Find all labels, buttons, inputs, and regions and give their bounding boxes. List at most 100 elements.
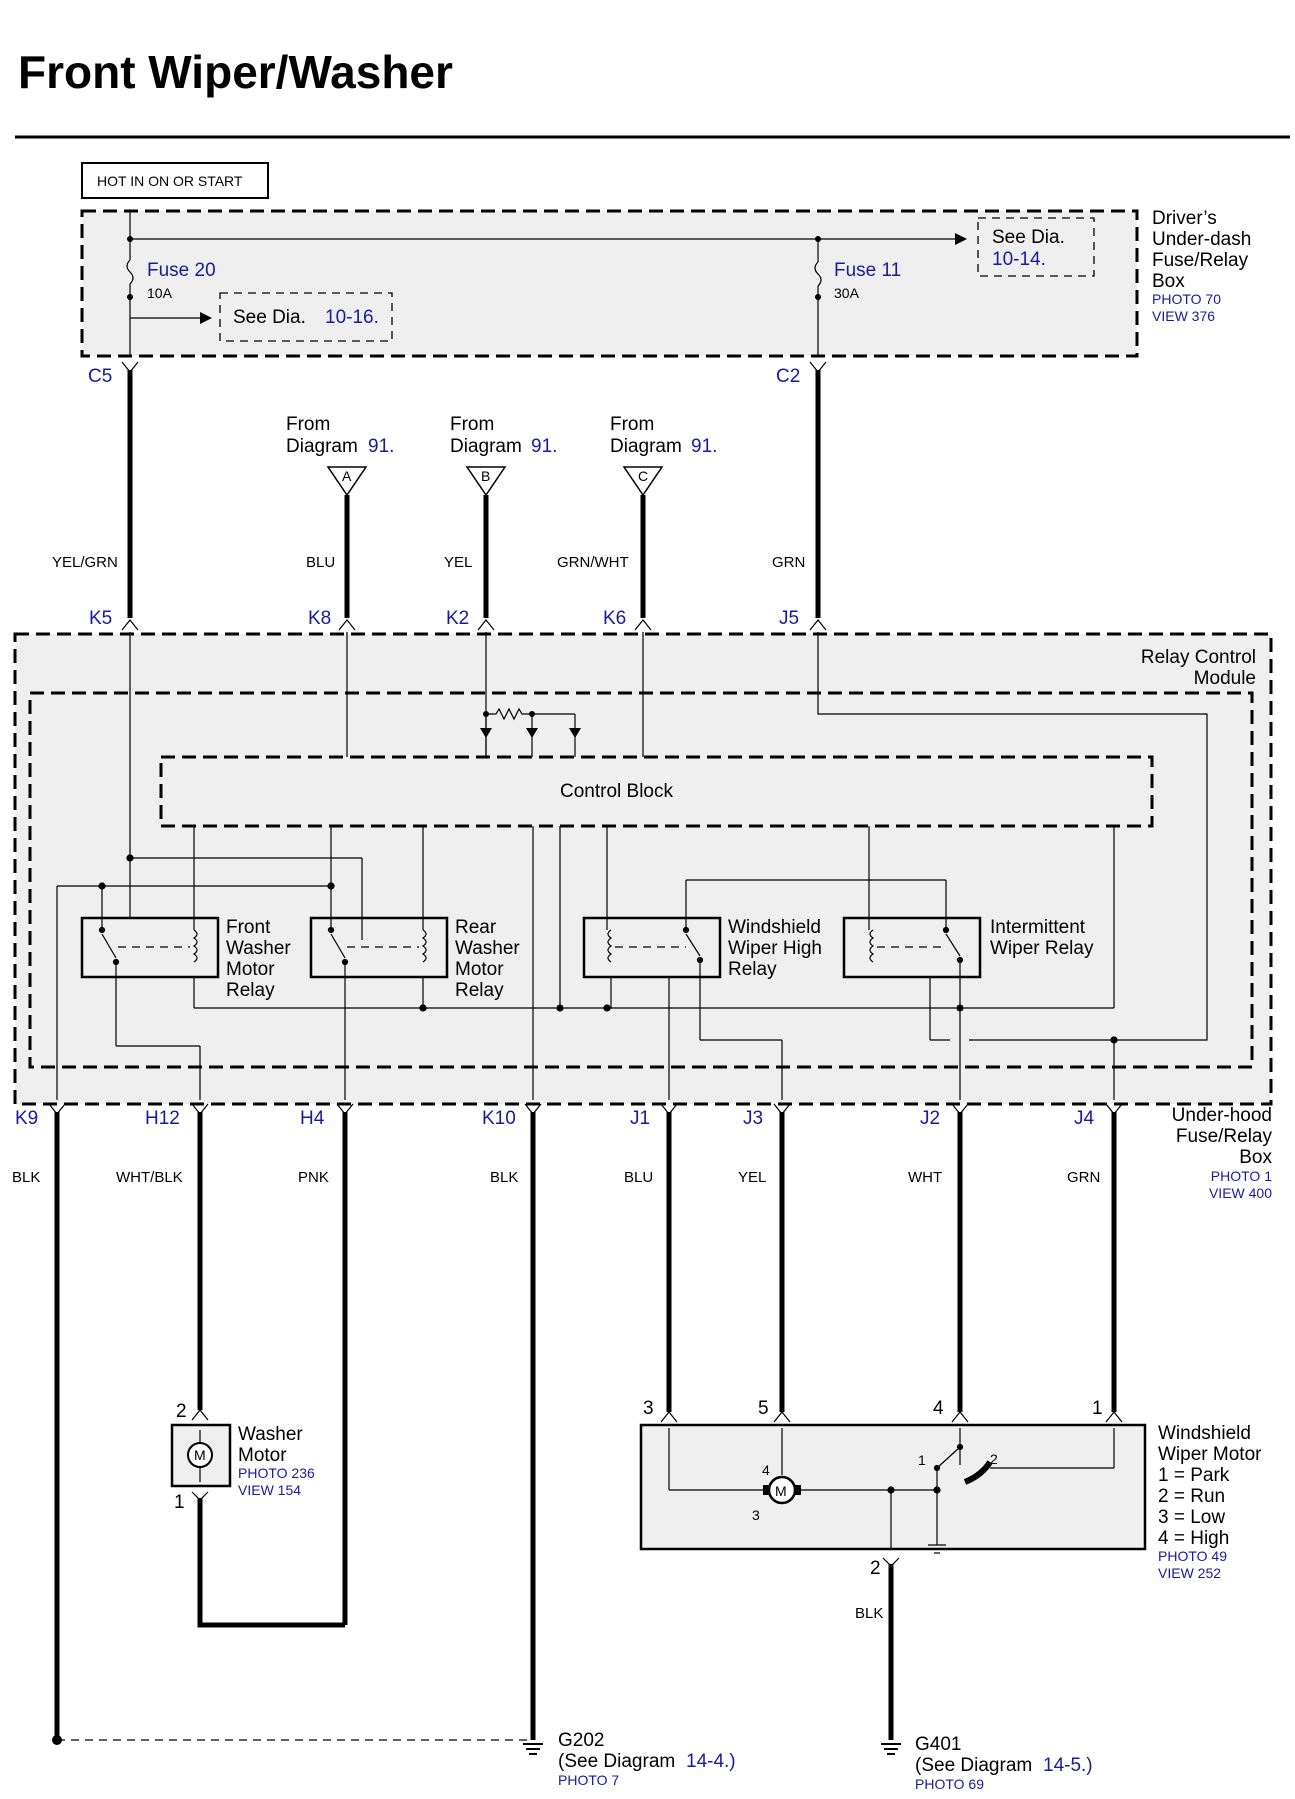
svg-text:VIEW 154: VIEW 154	[238, 1482, 301, 1498]
wiper-park-cam	[963, 1460, 993, 1485]
svg-text:PHOTO 1: PHOTO 1	[1211, 1168, 1272, 1184]
washer-motor-symbol: M	[194, 1447, 206, 1463]
wire-yel-grn: YEL/GRN	[52, 554, 118, 571]
fuse20-name: Fuse 20	[147, 260, 216, 281]
wire-pnk: PNK	[298, 1169, 329, 1186]
connector-b: B	[481, 468, 490, 484]
see-dia-10-14-ref: 10-14.	[992, 249, 1046, 270]
pin-k10: K10	[482, 1108, 516, 1129]
wiper-pin-1: 1	[1092, 1398, 1103, 1419]
svg-text:Diagram: Diagram	[450, 436, 522, 457]
relay-control-module-inner	[28, 691, 1254, 1069]
fuse11-rating: 30A	[834, 285, 860, 301]
pin-j1: J1	[630, 1108, 650, 1129]
see-dia-10-16-ref: 10-16.	[325, 307, 379, 328]
high-relay-coil	[607, 929, 613, 963]
front-relay-label: Front Washer Motor Relay	[226, 917, 291, 1001]
svg-text:PHOTO 7: PHOTO 7	[558, 1772, 619, 1788]
svg-text:G202: G202	[558, 1730, 604, 1751]
svg-text:3 = Low: 3 = Low	[1158, 1507, 1225, 1528]
control-block	[159, 755, 1154, 828]
washer-motor-label: Washer Motor PHOTO 236 VIEW 154	[238, 1424, 315, 1498]
wire-wht: WHT	[908, 1169, 942, 1186]
wiper-internal-ground	[928, 1544, 946, 1554]
pin-h4: H4	[300, 1108, 325, 1129]
svg-text:VIEW 400: VIEW 400	[1209, 1185, 1272, 1201]
connector-a: A	[342, 468, 352, 484]
wiper-pin-5: 5	[758, 1398, 769, 1419]
washer-motor	[170, 1423, 232, 1488]
see-dia-10-14-pre: See Dia.	[992, 227, 1065, 248]
pin-h12: H12	[145, 1108, 180, 1129]
svg-text:Motor: Motor	[238, 1445, 287, 1466]
svg-text:From: From	[610, 414, 654, 435]
svg-text:91.: 91.	[691, 436, 717, 457]
from-diagram-b: From Diagram 91. B	[450, 414, 557, 497]
hot-label: HOT IN ON OR START	[97, 173, 243, 189]
svg-text:VIEW 252: VIEW 252	[1158, 1565, 1221, 1581]
underhood-box-label: Under-hood Fuse/Relay Box PHOTO 1 VIEW 4…	[1172, 1105, 1273, 1201]
fuse11-name: Fuse 11	[834, 260, 901, 281]
svg-text:(See Diagram: (See Diagram	[915, 1755, 1032, 1776]
pin-k5: K5	[89, 608, 112, 629]
pin-j4: J4	[1074, 1108, 1095, 1129]
pin-k9: K9	[15, 1108, 38, 1129]
svg-text:4 = High: 4 = High	[1158, 1528, 1229, 1549]
driver-box-label-1: Driver’s	[1152, 208, 1217, 229]
pin-k6: K6	[603, 608, 626, 629]
svg-text:91.: 91.	[531, 436, 557, 457]
wiper-internal-2: 2	[990, 1451, 998, 1467]
svg-text:Windshield: Windshield	[728, 917, 821, 938]
wiper-motor-pins-top: 3 5 4 1	[643, 1398, 1123, 1423]
pin-c2: C2	[776, 366, 800, 387]
wire-blk-k9: BLK	[12, 1169, 40, 1186]
svg-text:Relay: Relay	[226, 980, 275, 1001]
from-diagram-a: From Diagram 91. A	[286, 414, 394, 497]
driver-box-photo: PHOTO 70	[1152, 291, 1221, 307]
svg-text:Washer: Washer	[455, 938, 520, 959]
rcm-top-pins: K5 K8 K2 K6 J5	[89, 608, 827, 631]
svg-text:2 = Run: 2 = Run	[1158, 1486, 1225, 1507]
svg-text:1 = Park: 1 = Park	[1158, 1465, 1230, 1486]
wiper-pin-2: 2	[870, 1558, 881, 1579]
driver-box-label-3: Fuse/Relay	[1152, 250, 1249, 271]
svg-text:Relay: Relay	[455, 980, 504, 1001]
washer-motor-pin-2: 2	[176, 1401, 187, 1422]
svg-text:Motor: Motor	[226, 959, 275, 980]
svg-text:14-5.): 14-5.)	[1043, 1755, 1093, 1776]
wiper-pin-4: 4	[933, 1398, 944, 1419]
svg-text:PHOTO 49: PHOTO 49	[1158, 1548, 1227, 1564]
svg-text:(See Diagram: (See Diagram	[558, 1751, 675, 1772]
wire-blu-top: BLU	[306, 554, 335, 571]
rcm-internal-wiring	[56, 826, 1118, 1100]
pin-j2: J2	[920, 1108, 940, 1129]
wiper-internal-3: 3	[752, 1507, 760, 1523]
wire-grn-bottom: GRN	[1067, 1169, 1100, 1186]
svg-text:Washer: Washer	[238, 1424, 303, 1445]
wiper-motor-label: Windshield Wiper Motor 1 = Park 2 = Run …	[1158, 1423, 1262, 1581]
svg-text:From: From	[286, 414, 330, 435]
svg-text:PHOTO 236: PHOTO 236	[238, 1465, 315, 1481]
washer-motor-pin-1: 1	[174, 1492, 185, 1513]
svg-text:Diagram: Diagram	[286, 436, 358, 457]
fuse20-rating: 10A	[147, 285, 173, 301]
svg-text:Windshield: Windshield	[1158, 1423, 1251, 1444]
g401-ground-symbol	[881, 1743, 901, 1755]
connector-c: C	[638, 468, 648, 484]
wiper-motor-internal	[668, 1428, 1115, 1545]
svg-text:Washer: Washer	[226, 938, 291, 959]
pin-k2: K2	[446, 608, 469, 629]
svg-text:Fuse/Relay: Fuse/Relay	[1176, 1126, 1273, 1147]
svg-text:Box: Box	[1239, 1147, 1272, 1168]
wiper-internal-4: 4	[762, 1462, 770, 1478]
svg-text:14-4.): 14-4.)	[686, 1751, 736, 1772]
high-relay-label: Windshield Wiper High Relay	[728, 917, 822, 980]
page-title: Front Wiper/Washer	[18, 46, 453, 98]
svg-text:Under-hood: Under-hood	[1172, 1105, 1272, 1126]
svg-text:Motor: Motor	[455, 959, 504, 980]
svg-text:Wiper Motor: Wiper Motor	[1158, 1444, 1262, 1465]
g202-label: G202 (See Diagram 14-4.) PHOTO 7	[558, 1730, 736, 1788]
svg-text:91.: 91.	[368, 436, 394, 457]
g401-label: G401 (See Diagram 14-5.) PHOTO 69	[915, 1734, 1093, 1792]
wire-blk-k10: BLK	[490, 1169, 518, 1186]
